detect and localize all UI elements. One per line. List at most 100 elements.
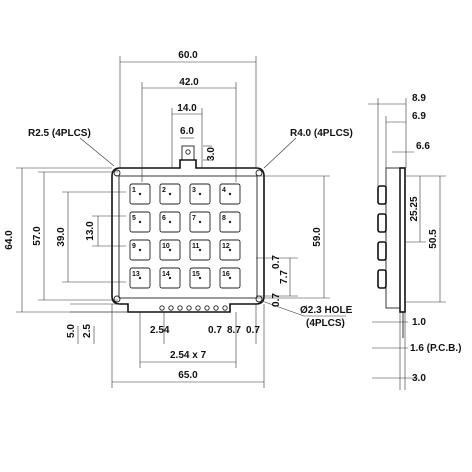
dim-radius-4: R4.0 (4PLCS): [290, 128, 353, 139]
inner-panel: [118, 175, 258, 299]
key-label: 7: [192, 215, 196, 222]
dim-height-13: 13.0: [85, 221, 96, 241]
dim-height-57: 57.0: [32, 226, 43, 246]
connector-pin: [222, 305, 228, 311]
side-view: 8.9 6.9 6.6 25.25 50.5 1.0 1.6 (P.C.B.) …: [368, 93, 462, 390]
key-label: 8: [222, 215, 226, 222]
dimension-lines: [16, 56, 346, 388]
key-outline: [159, 183, 181, 205]
key-outline: [189, 183, 211, 205]
key-center-mark: [228, 276, 232, 280]
dim-width-42: 42.0: [179, 77, 199, 88]
key-center-mark: [168, 248, 172, 252]
connector-pins: [159, 305, 228, 311]
key-6: 6: [159, 211, 181, 233]
key-center-mark: [198, 248, 202, 252]
key-outline: [129, 239, 151, 261]
key-13: 13: [129, 267, 151, 289]
dim-width-8-7: 8.7: [227, 325, 241, 336]
dim-thickness-8-9: 8.9: [412, 93, 426, 104]
side-housing: [385, 167, 401, 309]
mount-hole-tl: [113, 169, 121, 177]
dim-width-14: 14.0: [177, 103, 197, 114]
dim-offset-0-7-b2: 0.7: [246, 325, 260, 336]
key-label: 16: [222, 271, 230, 278]
key-label: 13: [132, 271, 140, 278]
key-center-mark: [138, 192, 142, 196]
dim-thickness-6-9: 6.9: [412, 111, 426, 122]
housing-outline: [111, 159, 265, 313]
key-label: 1: [132, 187, 136, 194]
key-8: 8: [219, 211, 241, 233]
dim-height-5: 5.0: [66, 324, 77, 338]
key-outline: [159, 211, 181, 233]
dim-width-65: 65.0: [178, 370, 198, 381]
key-label: 11: [192, 243, 200, 250]
key-2: 2: [159, 183, 181, 205]
key-outline: [219, 267, 241, 289]
connector-pin: [168, 305, 174, 311]
key-center-mark: [138, 248, 142, 252]
key-label: 5: [132, 215, 136, 222]
dim-width-6: 6.0: [180, 126, 194, 137]
key-center-mark: [168, 192, 172, 196]
key-9: 9: [129, 239, 151, 261]
key-1: 1: [129, 183, 151, 205]
side-dimension-lines: [368, 98, 446, 390]
key-outline: [159, 239, 181, 261]
dim-thickness-1: 1.0: [412, 317, 426, 328]
dim-width-60: 60.0: [178, 50, 198, 61]
key-5: 5: [129, 211, 151, 233]
connector-pin: [159, 305, 165, 311]
key-center-mark: [198, 220, 202, 224]
side-pcb: [399, 167, 406, 313]
key-outline: [189, 211, 211, 233]
key-label: 3: [192, 187, 196, 194]
key-14: 14: [159, 267, 181, 289]
key-10: 10: [159, 239, 181, 261]
key-outline: [159, 267, 181, 289]
key-outline: [219, 239, 241, 261]
key-12: 12: [219, 239, 241, 261]
key-center-mark: [138, 276, 142, 280]
key-outline: [219, 183, 241, 205]
dim-pitch-2-54: 2.54: [150, 325, 170, 336]
key-outline: [129, 267, 151, 289]
key-label: 9: [132, 243, 136, 250]
connector-pin: [195, 305, 201, 311]
dim-radius-2-5: R2.5 (4PLCS): [28, 128, 91, 139]
top-notch-hole: [185, 149, 191, 155]
dim-spacing-25-25: 25.25: [409, 196, 420, 221]
key-center-mark: [168, 220, 172, 224]
dim-spacing-50-5: 50.5: [428, 229, 439, 249]
dim-height-39: 39.0: [56, 227, 67, 247]
key-outline: [189, 239, 211, 261]
key-label: 6: [162, 215, 166, 222]
key-center-mark: [138, 220, 142, 224]
dimension-labels: 60.0 42.0 14.0 6.0 3.0 R2.5 (4PLCS) R4.0…: [4, 50, 353, 381]
key-label: 15: [192, 271, 200, 278]
dim-height-7-7: 7.7: [279, 270, 290, 284]
mount-hole-bl: [113, 295, 121, 303]
key-15: 15: [189, 267, 211, 289]
dim-hole: Ø2.3 HOLE: [300, 305, 353, 316]
key-4: 4: [219, 183, 241, 205]
connector-pin: [213, 305, 219, 311]
dim-offset-0-7-b1: 0.7: [208, 325, 222, 336]
key-outline: [219, 211, 241, 233]
dim-pitch-total: 2.54 x 7: [170, 350, 207, 361]
side-dimension-labels: 8.9 6.9 6.6 25.25 50.5 1.0 1.6 (P.C.B.) …: [409, 93, 462, 384]
key-outline: [129, 211, 151, 233]
key-center-mark: [228, 192, 232, 196]
key-center-mark: [228, 220, 232, 224]
dim-height-3: 3.0: [206, 147, 217, 161]
dim-height-2-5: 2.5: [82, 324, 93, 338]
key-label: 12: [222, 243, 230, 250]
key-label: 10: [162, 243, 170, 250]
connector-pin: [177, 305, 183, 311]
key-label: 2: [162, 187, 166, 194]
dim-pcb-thickness: 1.6 (P.C.B.): [410, 343, 462, 354]
key-label: 14: [162, 271, 170, 278]
